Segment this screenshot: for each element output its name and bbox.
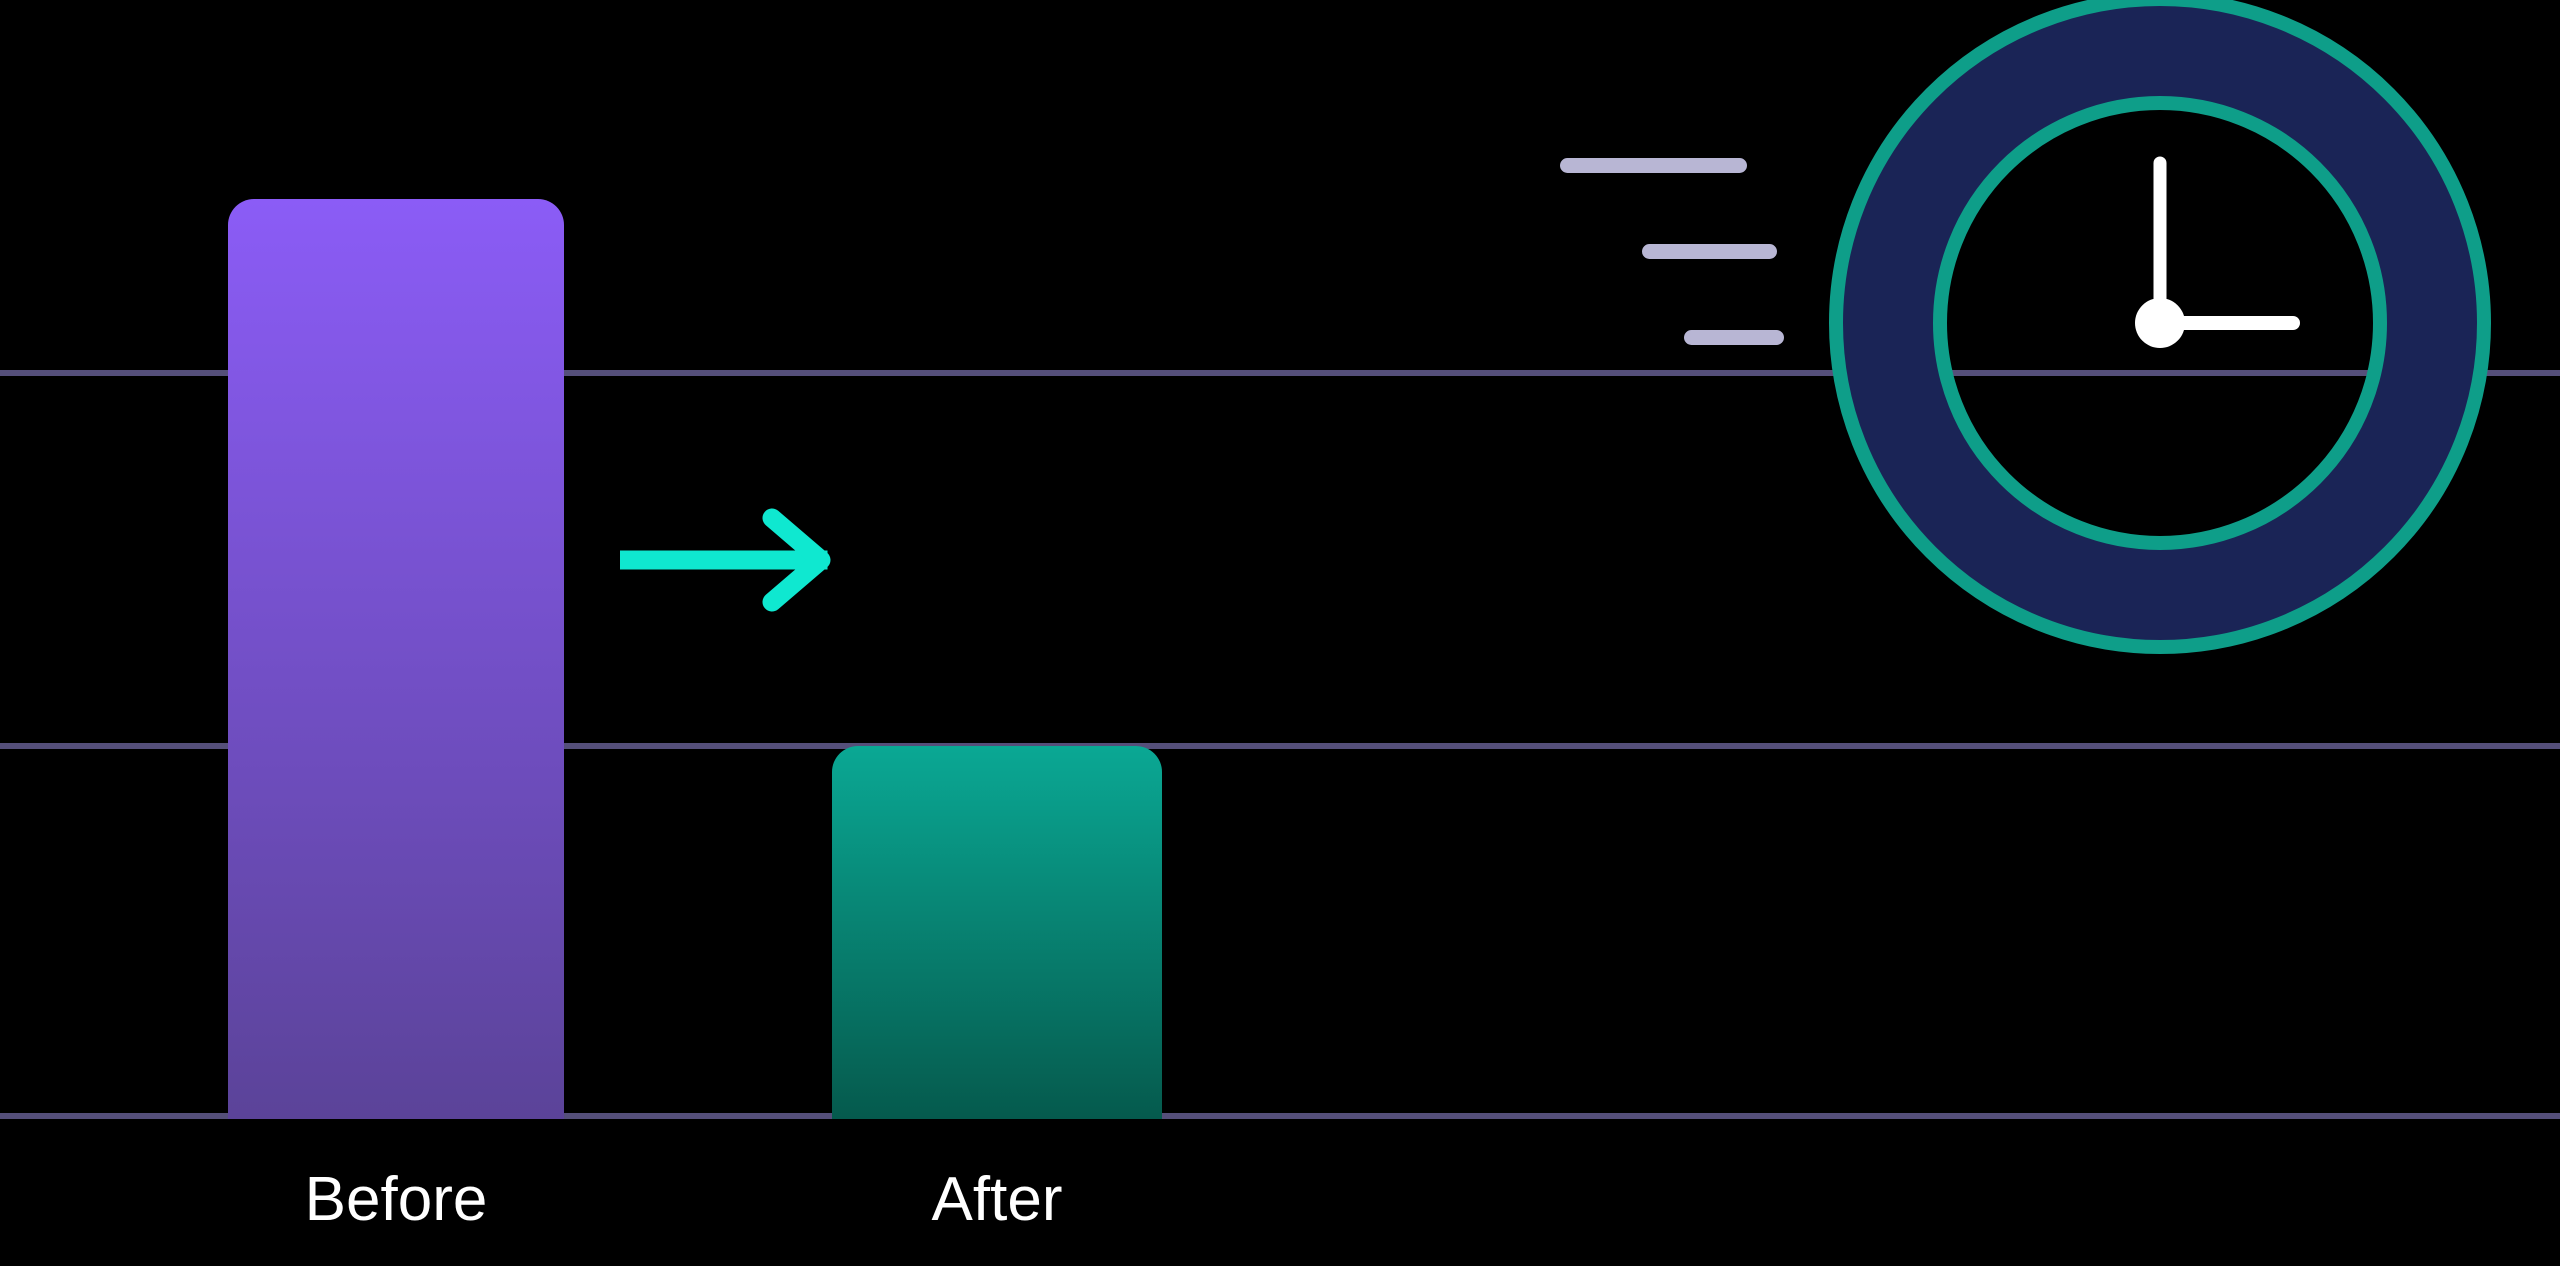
- clock-inner-stroke: [1933, 96, 2387, 550]
- axis-label-after: After: [931, 1165, 1063, 1234]
- motion-line-1: [1560, 158, 1747, 173]
- arrow-right-icon: [620, 500, 840, 620]
- bar-before[interactable]: [228, 198, 564, 1119]
- gridline-middle: [0, 743, 2560, 749]
- clock-ring: [1835, 0, 2485, 648]
- axis-label-before: Before: [304, 1165, 488, 1234]
- clock-center-dot: [2135, 298, 2185, 348]
- motion-lines-icon: [1560, 140, 1800, 370]
- clock-icon: [1815, 0, 2505, 668]
- clock-outer-stroke: [1829, 0, 2491, 654]
- gridline-upper: [0, 370, 2560, 376]
- motion-line-2: [1642, 244, 1777, 259]
- motion-line-3: [1684, 330, 1784, 345]
- clock-glyph: [1829, 0, 2491, 654]
- arrow-right-glyph: [620, 508, 831, 612]
- axis-baseline: [0, 1113, 2560, 1119]
- bar-after[interactable]: [832, 746, 1162, 1119]
